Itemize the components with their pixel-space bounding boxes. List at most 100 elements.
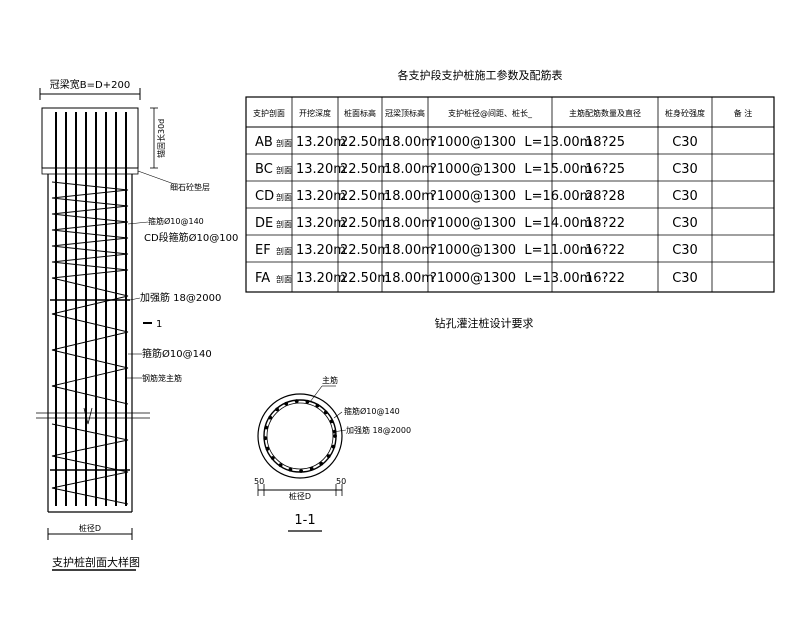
rebar-dot — [305, 399, 310, 404]
section-spiral-leader — [333, 411, 343, 419]
table-row: BC 剖面 13.20m 22.50m 18.00m ?1000@1300 L=… — [255, 162, 698, 177]
row-section-suffix: 剖面 — [276, 165, 292, 175]
row-rebar: 28?28 — [585, 189, 625, 204]
table-title: 各支护段支护桩施工参数及配筋表 — [398, 68, 563, 82]
rebar-dot — [270, 456, 275, 460]
section-stiffener-label: 加强筋 18@2000 — [346, 425, 411, 435]
row-pile-top: 22.50m — [340, 162, 390, 177]
section-1-1: 主筋 箍筋Ø10@140 加强筋 18@2000 50 50 桩径D 1-1 — [254, 375, 411, 532]
row-depth: 13.20m — [296, 216, 346, 231]
row-rebar: 18?25 — [585, 135, 625, 150]
pile-diameter-label: 桩径D — [79, 523, 101, 533]
row-rebar: 16?22 — [585, 243, 625, 258]
cap-width-label: 冠梁宽B=D+200 — [50, 78, 130, 91]
table-row: CD 剖面 13.20m 22.50m 18.00m ?1000@1300 L=… — [255, 189, 698, 204]
rebar-dot — [315, 403, 320, 408]
spiral-label-cd: CD段箍筋Ø10@100 — [144, 231, 238, 244]
row-concrete: C30 — [672, 162, 698, 177]
spiral-lower — [51, 423, 129, 505]
row-pile: ?1000@1300 L=14.00m — [430, 216, 592, 231]
row-pile-top: 22.50m — [340, 243, 390, 258]
break-symbol — [83, 407, 93, 425]
section-dim-right: 50 — [336, 477, 346, 486]
row-cap-top: 18.00m — [384, 189, 434, 204]
row-pile: ?1000@1300 L=13.00m — [430, 135, 592, 150]
row-rebar: 16?25 — [585, 162, 625, 177]
table-header: 支护桩径@间距、桩长_ — [448, 108, 533, 118]
row-cap-top: 18.00m — [384, 135, 434, 150]
table-row: FA 剖面 13.20m 22.50m 18.00m ?1000@1300 L=… — [255, 271, 698, 286]
rebar-dot — [329, 419, 334, 424]
spiral-label-1: 箍筋Ø10@140 — [148, 216, 204, 226]
spiral-normal — [51, 277, 129, 405]
row-section: EF — [255, 243, 271, 258]
row-pile-top: 22.50m — [340, 189, 390, 204]
rebar-dot — [288, 467, 293, 472]
row-rebar: 16?22 — [585, 271, 625, 286]
row-section-suffix: 剖面 — [276, 246, 292, 256]
rebar-dot — [275, 407, 279, 412]
rebar-dot — [299, 469, 303, 473]
table-header: 支护剖面 — [253, 108, 285, 118]
row-pile: ?1000@1300 L=11.00m — [430, 243, 592, 258]
table-frame — [245, 96, 775, 293]
row-cap-top: 18.00m — [384, 216, 434, 231]
rebar-dot — [278, 463, 283, 468]
table-footer-title: 钻孔灌注桩设计要求 — [435, 316, 534, 330]
section-main-rebar-label: 主筋 — [322, 375, 338, 385]
section-spiral-label: 箍筋Ø10@140 — [344, 406, 400, 416]
rebar-dot — [264, 425, 269, 430]
gravel-label: 细石砼垫层 — [170, 182, 210, 192]
row-pile-top: 22.50m — [340, 135, 390, 150]
row-section: CD — [255, 189, 274, 204]
table-row: EF 剖面 13.20m 22.50m 18.00m ?1000@1300 L=… — [255, 243, 698, 258]
row-concrete: C30 — [672, 271, 698, 286]
rebar-dot — [323, 410, 328, 415]
row-cap-top: 18.00m — [384, 162, 434, 177]
table-row: DE 剖面 13.20m 22.50m 18.00m ?1000@1300 L=… — [255, 216, 698, 231]
rebar-dot — [333, 434, 337, 438]
row-depth: 13.20m — [296, 135, 346, 150]
rebar-dot — [319, 461, 324, 466]
row-rebar: 18?22 — [585, 216, 625, 231]
section-outer-circle — [257, 393, 343, 479]
pile-elevation: 冠梁宽B=D+200 锚固长30d 细石砼垫层 — [36, 78, 238, 571]
gravel-leader — [137, 170, 175, 185]
row-concrete: C30 — [672, 216, 698, 231]
row-pile-top: 22.50m — [340, 271, 390, 286]
main-rebar-label: 钢筋笼主筋 — [142, 373, 182, 383]
section-stiffener-circle — [266, 402, 334, 470]
rebar-dot — [331, 444, 336, 449]
table-header: 桩身砼强度 — [665, 108, 705, 118]
row-depth: 13.20m — [296, 189, 346, 204]
section-diameter-label: 桩径D — [289, 491, 311, 501]
table-row: AB 剖面 13.20m 22.50m 18.00m ?1000@1300 L=… — [255, 135, 698, 150]
section-stiffener-leader — [332, 429, 347, 433]
row-section-suffix: 剖面 — [276, 192, 292, 202]
row-section-suffix: 剖面 — [276, 274, 292, 284]
table-header: 开挖深度 — [299, 108, 331, 118]
row-depth: 13.20m — [296, 271, 346, 286]
table-header: 桩面标高 — [344, 108, 376, 118]
rebar-dot — [284, 401, 289, 406]
table-header: 冠梁顶标高 — [385, 108, 425, 118]
row-concrete: C30 — [672, 189, 698, 204]
section-dim-left: 50 — [254, 477, 264, 486]
section-main-rebars — [263, 399, 337, 473]
rebar-dot — [265, 446, 270, 451]
row-cap-top: 18.00m — [384, 271, 434, 286]
row-concrete: C30 — [672, 135, 698, 150]
rebar-dot — [309, 466, 314, 471]
rebar-dot — [263, 436, 268, 441]
row-cap-top: 18.00m — [384, 243, 434, 258]
section-main-rebar-leader — [309, 385, 323, 403]
rebar-dot — [268, 415, 273, 420]
row-pile: ?1000@1300 L=16.00m — [430, 189, 592, 204]
parameter-table: 各支护段支护桩施工参数及配筋表 支护剖面 开挖深度 桩面标高 冠梁顶标高 支护桩… — [245, 68, 775, 330]
stiffener-label: 加强筋 18@2000 — [140, 291, 221, 304]
rebar-dot — [294, 399, 299, 404]
spiral-label-2: 箍筋Ø10@140 — [142, 347, 212, 360]
spiral-dense — [51, 181, 129, 279]
row-pile-top: 22.50m — [340, 216, 390, 231]
